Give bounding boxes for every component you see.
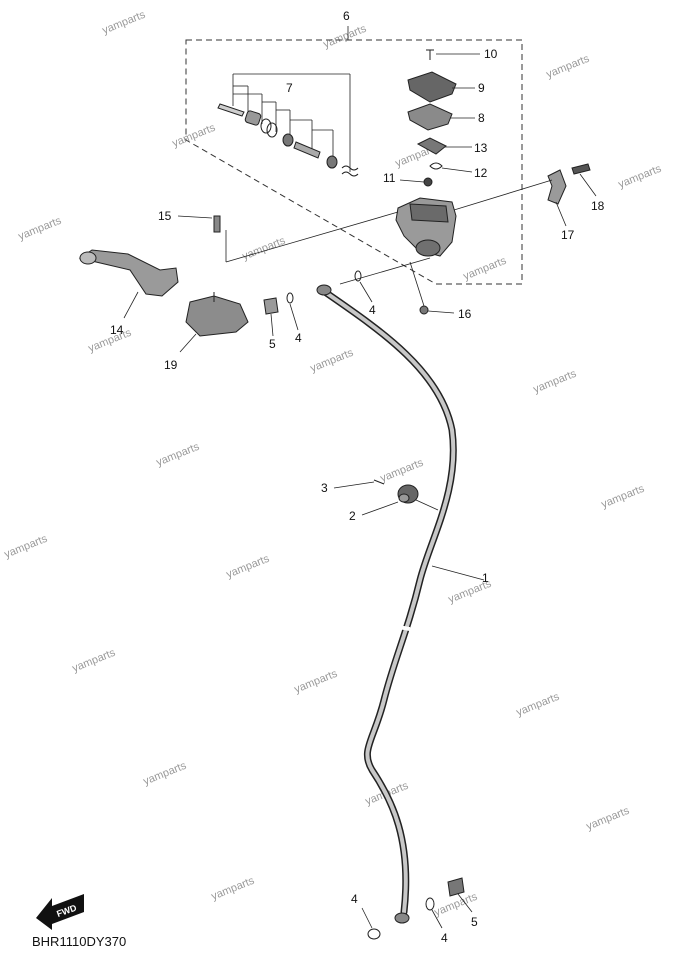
callout-3: 3 [321, 481, 328, 495]
washer-part-4-bottom-left[interactable] [367, 928, 381, 940]
callout-5b: 5 [471, 915, 478, 929]
leader-15 [177, 215, 213, 219]
callout-5a: 5 [269, 337, 276, 351]
brake-hose-part-1[interactable] [316, 284, 457, 924]
watermark: yamparts [17, 215, 64, 243]
kit-boundary-dashed [185, 39, 523, 285]
leader-5b [457, 893, 473, 913]
cap-part-16[interactable] [419, 305, 429, 315]
leader-19 [179, 333, 197, 353]
watermark: yamparts [155, 441, 202, 469]
callout-4d: 4 [441, 931, 448, 945]
watermark: yamparts [322, 23, 369, 51]
callout-18: 18 [591, 199, 605, 213]
banjo-bolt-part-5-bottom[interactable] [447, 877, 465, 897]
leader-cylinder-pivot [225, 211, 399, 263]
washer-part-4-bottom-right[interactable] [425, 897, 435, 911]
callout-12: 12 [474, 166, 488, 180]
watermark: yamparts [379, 457, 426, 485]
watermark: yamparts [600, 483, 647, 511]
lever-part-14[interactable] [78, 249, 179, 297]
callout-15: 15 [158, 209, 172, 223]
leader-5a [270, 313, 274, 337]
leader-16b [427, 310, 455, 314]
leader-18 [579, 173, 597, 197]
leader-4d [431, 909, 443, 929]
leader-cylinder-banjo [339, 257, 431, 285]
callout-9: 9 [478, 81, 485, 95]
watermark: yamparts [225, 553, 272, 581]
watermark: yamparts [462, 255, 509, 283]
callout-7: 7 [286, 81, 293, 95]
callout-19: 19 [164, 358, 178, 372]
watermark: yamparts [545, 53, 592, 81]
bolt-part-18[interactable] [571, 163, 591, 175]
watermark: yamparts [241, 235, 288, 263]
callout-6: 6 [343, 9, 350, 23]
leader-12 [441, 167, 473, 173]
leader-4c [361, 907, 373, 929]
leader-3 [333, 481, 375, 489]
callout-4c: 4 [351, 892, 358, 906]
fwd-arrow-icon: FWD [36, 894, 84, 930]
watermark: yamparts [515, 691, 562, 719]
leader-1 [431, 565, 485, 581]
seal-kit-part[interactable] [217, 73, 359, 177]
nut-part-11[interactable] [423, 177, 433, 187]
screw-part-10[interactable] [426, 49, 434, 60]
clamp-part-17[interactable] [547, 169, 567, 205]
leader-2b [415, 499, 439, 511]
watermark: yamparts [142, 760, 189, 788]
plate-part-13[interactable] [416, 137, 447, 155]
diagram-code: BHR1110DY370 [32, 934, 126, 949]
cover-part-19[interactable] [185, 292, 249, 337]
callout-13: 13 [474, 141, 488, 155]
callout-4a: 4 [295, 331, 302, 345]
diaphragm-part-8[interactable] [407, 103, 453, 131]
leader-4b [359, 281, 373, 303]
screw-part-3[interactable] [373, 479, 385, 485]
leader-16 [409, 261, 425, 307]
leader-cylinder-clamp [453, 179, 553, 211]
callout-17: 17 [561, 228, 575, 242]
callout-8: 8 [478, 111, 485, 125]
leader-14 [123, 291, 139, 319]
callout-4b: 4 [369, 303, 376, 317]
watermark: yamparts [293, 668, 340, 696]
leader-17 [555, 201, 567, 227]
watermark: yamparts [71, 647, 118, 675]
watermark: yamparts [309, 347, 356, 375]
callout-2: 2 [349, 509, 356, 523]
washer-part-4-upper[interactable] [354, 270, 362, 282]
callout-16: 16 [458, 307, 472, 321]
watermark: yamparts [617, 163, 664, 191]
leader-2 [361, 501, 399, 516]
cover-part-9[interactable] [407, 71, 457, 103]
watermark: yamparts [210, 875, 257, 903]
watermark: yamparts [101, 9, 148, 37]
washer-part-4[interactable] [286, 292, 294, 304]
watermark: yamparts [171, 122, 218, 150]
pivot-bolt-part-15[interactable] [213, 215, 221, 233]
watermark: yamparts [3, 533, 50, 561]
callout-14: 14 [110, 323, 124, 337]
callout-11: 11 [383, 171, 396, 185]
watermark: yamparts [585, 805, 632, 833]
watermark: yamparts [532, 368, 579, 396]
callout-1: 1 [482, 571, 489, 585]
leader-4a [289, 303, 299, 331]
clip-part-12[interactable] [429, 162, 443, 170]
banjo-bolt-part-5[interactable] [263, 297, 279, 315]
callout-10: 10 [484, 47, 498, 61]
leader-11 [399, 179, 425, 183]
master-cylinder[interactable] [395, 197, 457, 257]
grommet-part-2[interactable] [397, 484, 419, 504]
